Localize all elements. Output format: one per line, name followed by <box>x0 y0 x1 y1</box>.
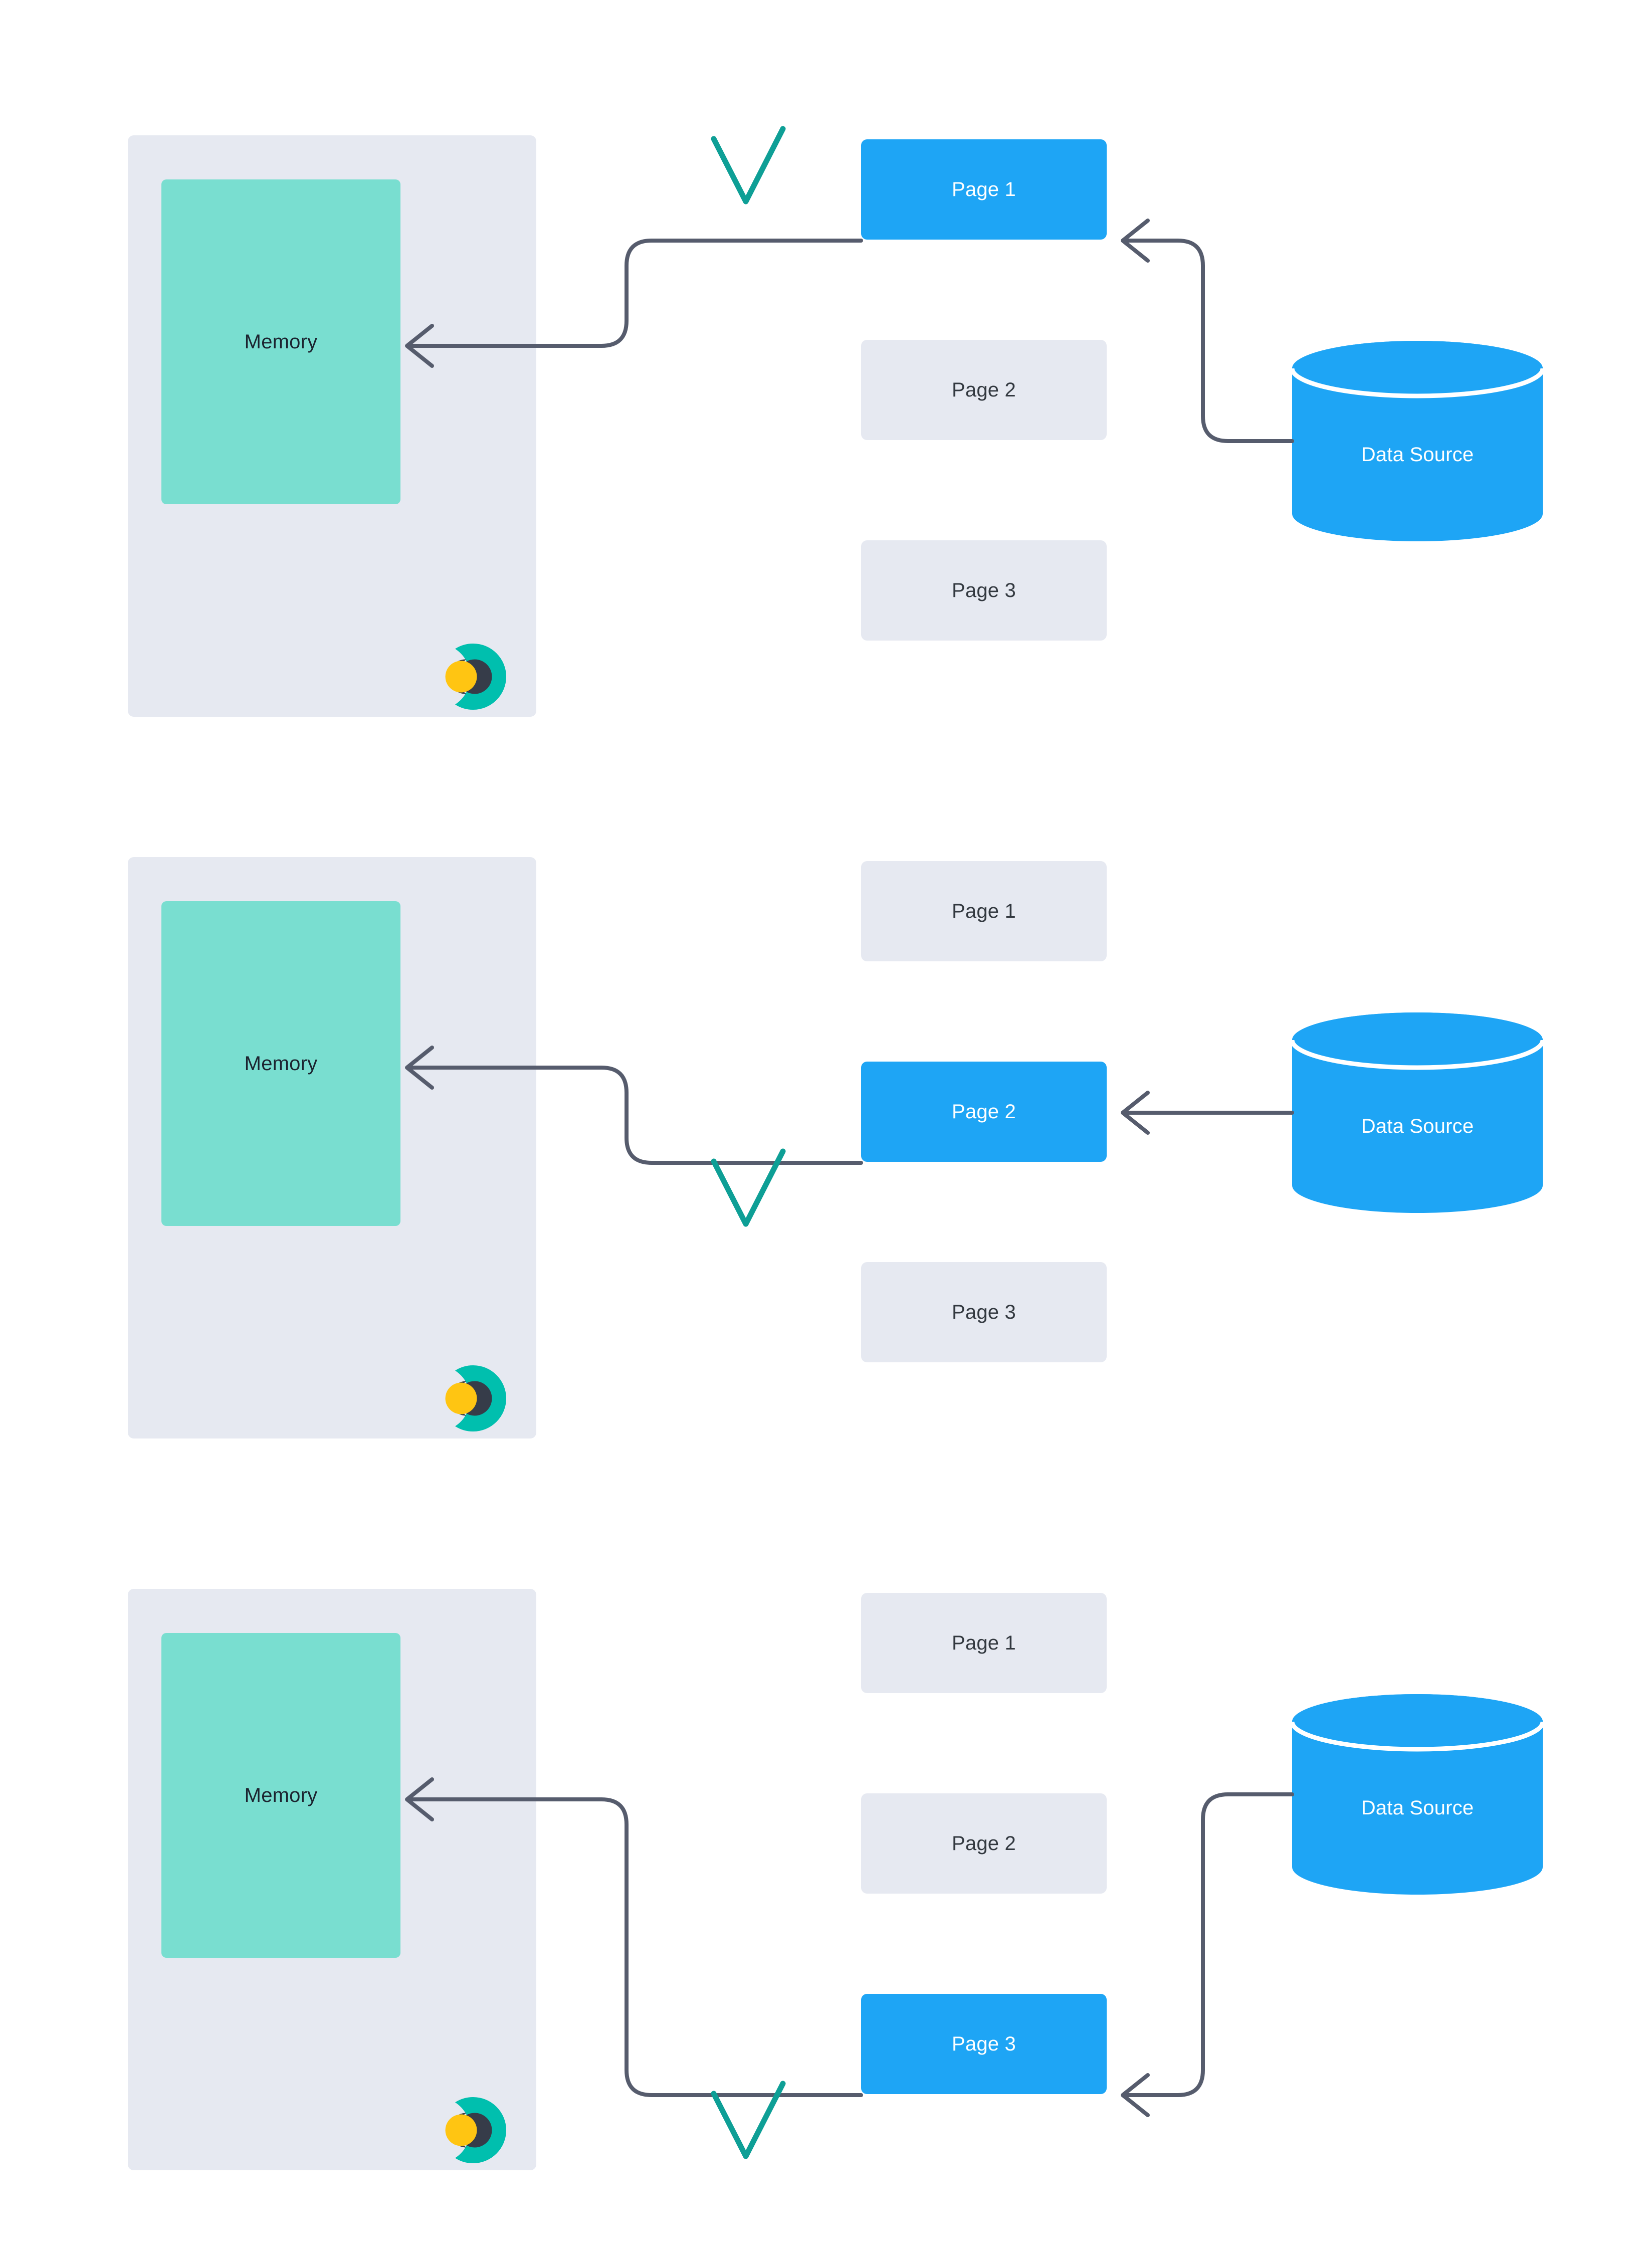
page-box-2[interactable]: Page 2 <box>861 340 1107 440</box>
brand-logo <box>436 1361 511 1436</box>
diagram-step-2: Memory Page 1 Page 2 Page 3 <box>0 722 1652 1474</box>
diagram-step-1: Memory Page 1 Page 2 Page 3 <box>0 0 1652 752</box>
data-source-label: Data Source <box>1361 444 1474 466</box>
page-label: Page 2 <box>952 1100 1016 1123</box>
memory-box[interactable]: Memory <box>161 901 400 1226</box>
data-source-cylinder[interactable]: Data Source <box>1290 1694 1545 1895</box>
memory-card: Memory <box>128 1589 536 2170</box>
check-icon <box>711 2081 786 2159</box>
data-source-cylinder[interactable]: Data Source <box>1290 1012 1545 1213</box>
page-label: Page 3 <box>952 1301 1016 1323</box>
page-box-1[interactable]: Page 1 <box>861 861 1107 961</box>
memory-card: Memory <box>128 857 536 1438</box>
page-label: Page 1 <box>952 1631 1016 1654</box>
check-icon <box>711 126 786 204</box>
arrow-head-to-page <box>1121 1091 1150 1135</box>
page-box-3[interactable]: Page 3 <box>861 540 1107 641</box>
arrow-head-to-page <box>1121 2073 1150 2117</box>
memory-box[interactable]: Memory <box>161 1633 400 1958</box>
page-label: Page 3 <box>952 2032 1016 2055</box>
page-label: Page 2 <box>952 378 1016 401</box>
page-box-1[interactable]: Page 1 <box>861 1593 1107 1693</box>
page-box-1[interactable]: Page 1 <box>861 139 1107 240</box>
brand-logo <box>436 639 511 714</box>
memory-label: Memory <box>244 1052 318 1075</box>
data-source-cylinder[interactable]: Data Source <box>1290 341 1545 541</box>
brand-logo <box>436 2093 511 2168</box>
page-box-3[interactable]: Page 3 <box>861 1994 1107 2094</box>
page-label: Page 1 <box>952 900 1016 922</box>
memory-label: Memory <box>244 330 318 353</box>
page-box-3[interactable]: Page 3 <box>861 1262 1107 1362</box>
diagram-step-3: Memory Page 1 Page 2 Page 3 <box>0 1454 1652 2205</box>
memory-box[interactable]: Memory <box>161 179 400 504</box>
page-box-2[interactable]: Page 2 <box>861 1793 1107 1894</box>
data-source-label: Data Source <box>1361 1115 1474 1137</box>
page-label: Page 1 <box>952 178 1016 200</box>
memory-label: Memory <box>244 1784 318 1806</box>
page-label: Page 2 <box>952 1832 1016 1855</box>
page-box-2[interactable]: Page 2 <box>861 1062 1107 1162</box>
data-source-label: Data Source <box>1361 1797 1474 1819</box>
memory-card: Memory <box>128 135 536 717</box>
check-icon <box>711 1148 786 1227</box>
page-label: Page 3 <box>952 579 1016 601</box>
arrow-head-to-page <box>1121 219 1150 263</box>
